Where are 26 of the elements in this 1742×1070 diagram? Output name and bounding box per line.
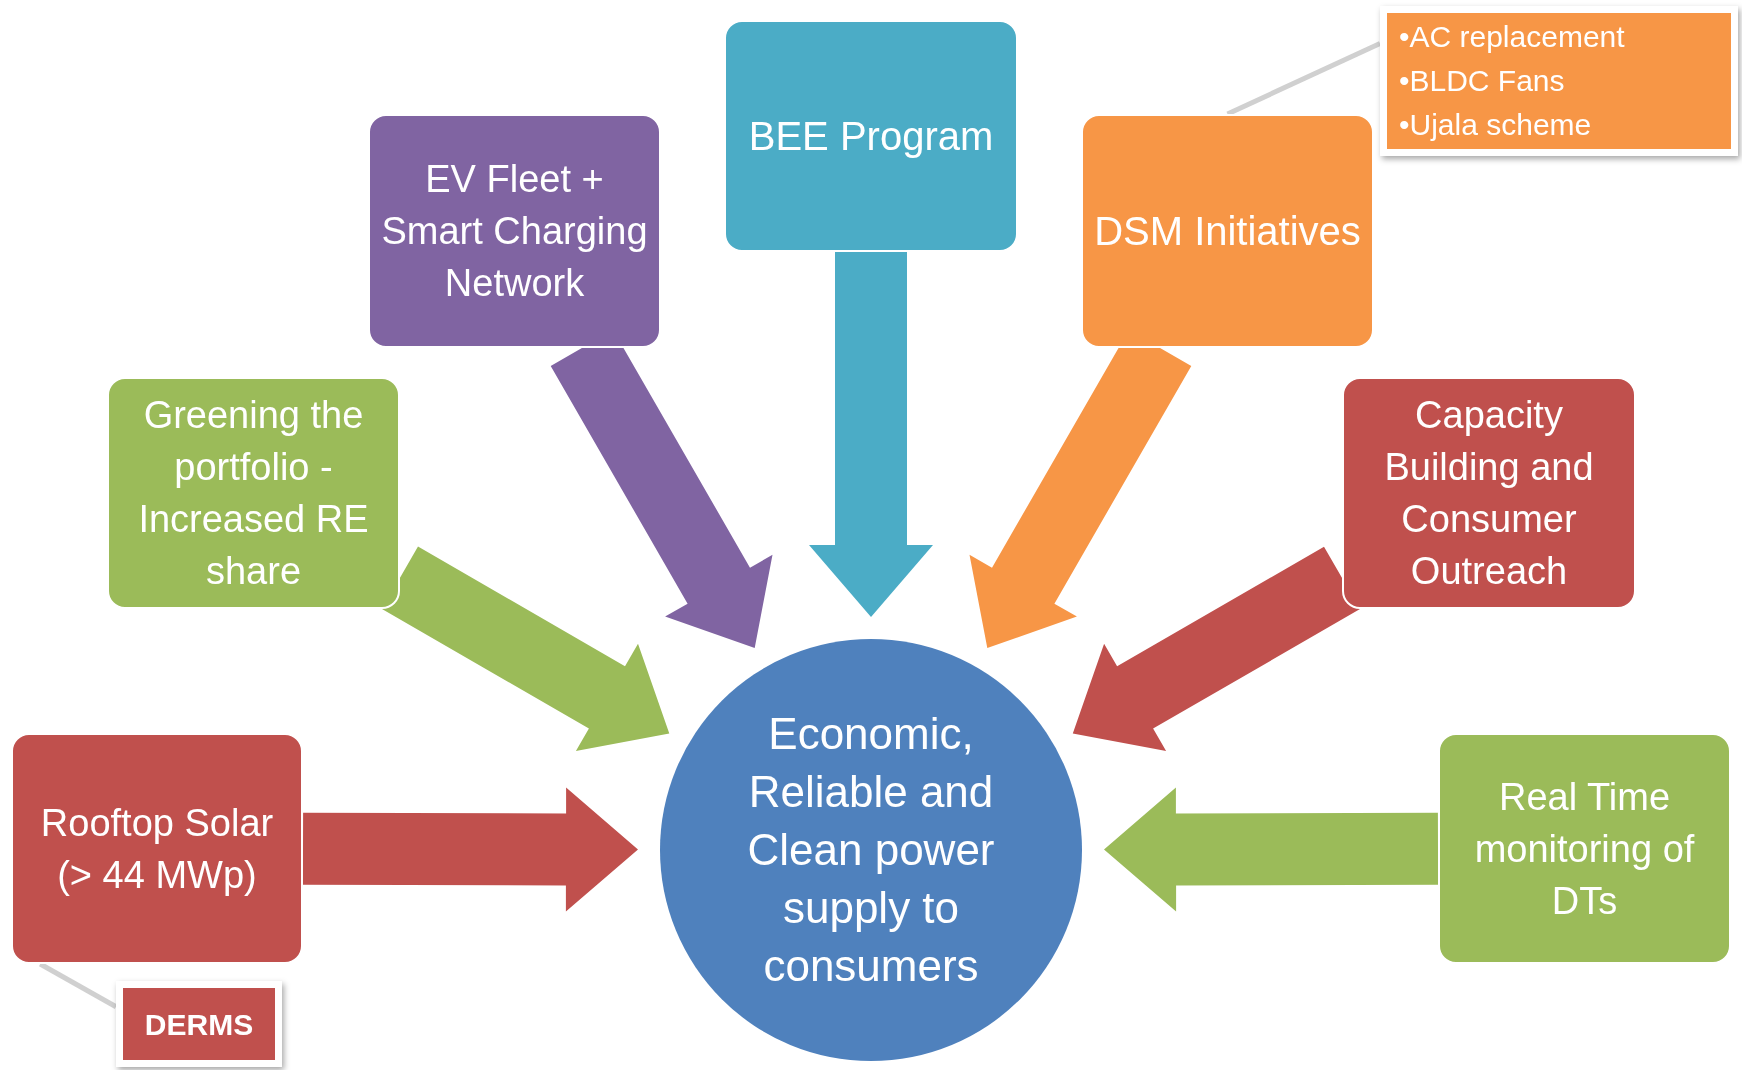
list-item: •BLDC Fans — [1399, 63, 1565, 99]
process-box — [1342, 377, 1636, 609]
box-label: Rooftop Solar (> 44 MWp) — [39, 800, 275, 898]
block-arrow — [809, 252, 933, 617]
block-arrow — [1104, 787, 1439, 912]
process-box — [724, 20, 1018, 252]
callout-box — [116, 981, 282, 1067]
process-box — [1081, 114, 1374, 348]
block-arrow — [302, 787, 638, 912]
list-item: •AC replacement — [1399, 19, 1625, 55]
list-item: •Ujala scheme — [1399, 107, 1592, 143]
process-box — [1438, 733, 1731, 964]
goal-label: Economic, Reliable and Clean power supply to consumers — [746, 708, 996, 992]
box-label: Capacity Building and Consumer Outreach — [1383, 393, 1595, 594]
callout-box — [1380, 6, 1738, 156]
block-arrow — [382, 546, 670, 751]
callout-label: DERMS — [144, 1006, 254, 1043]
box-label: Real Time monitoring of DTs — [1473, 774, 1696, 924]
process-box — [368, 114, 661, 348]
box-label: EV Fleet + Smart Charging Network — [380, 157, 649, 306]
process-box — [11, 733, 303, 964]
process-box — [107, 377, 400, 609]
box-label: Greening the portfolio - Increased RE share — [137, 393, 370, 594]
box-label: BEE Program — [748, 113, 994, 160]
box-label: DSM Initiatives — [1094, 208, 1361, 255]
block-arrow — [1072, 546, 1360, 752]
